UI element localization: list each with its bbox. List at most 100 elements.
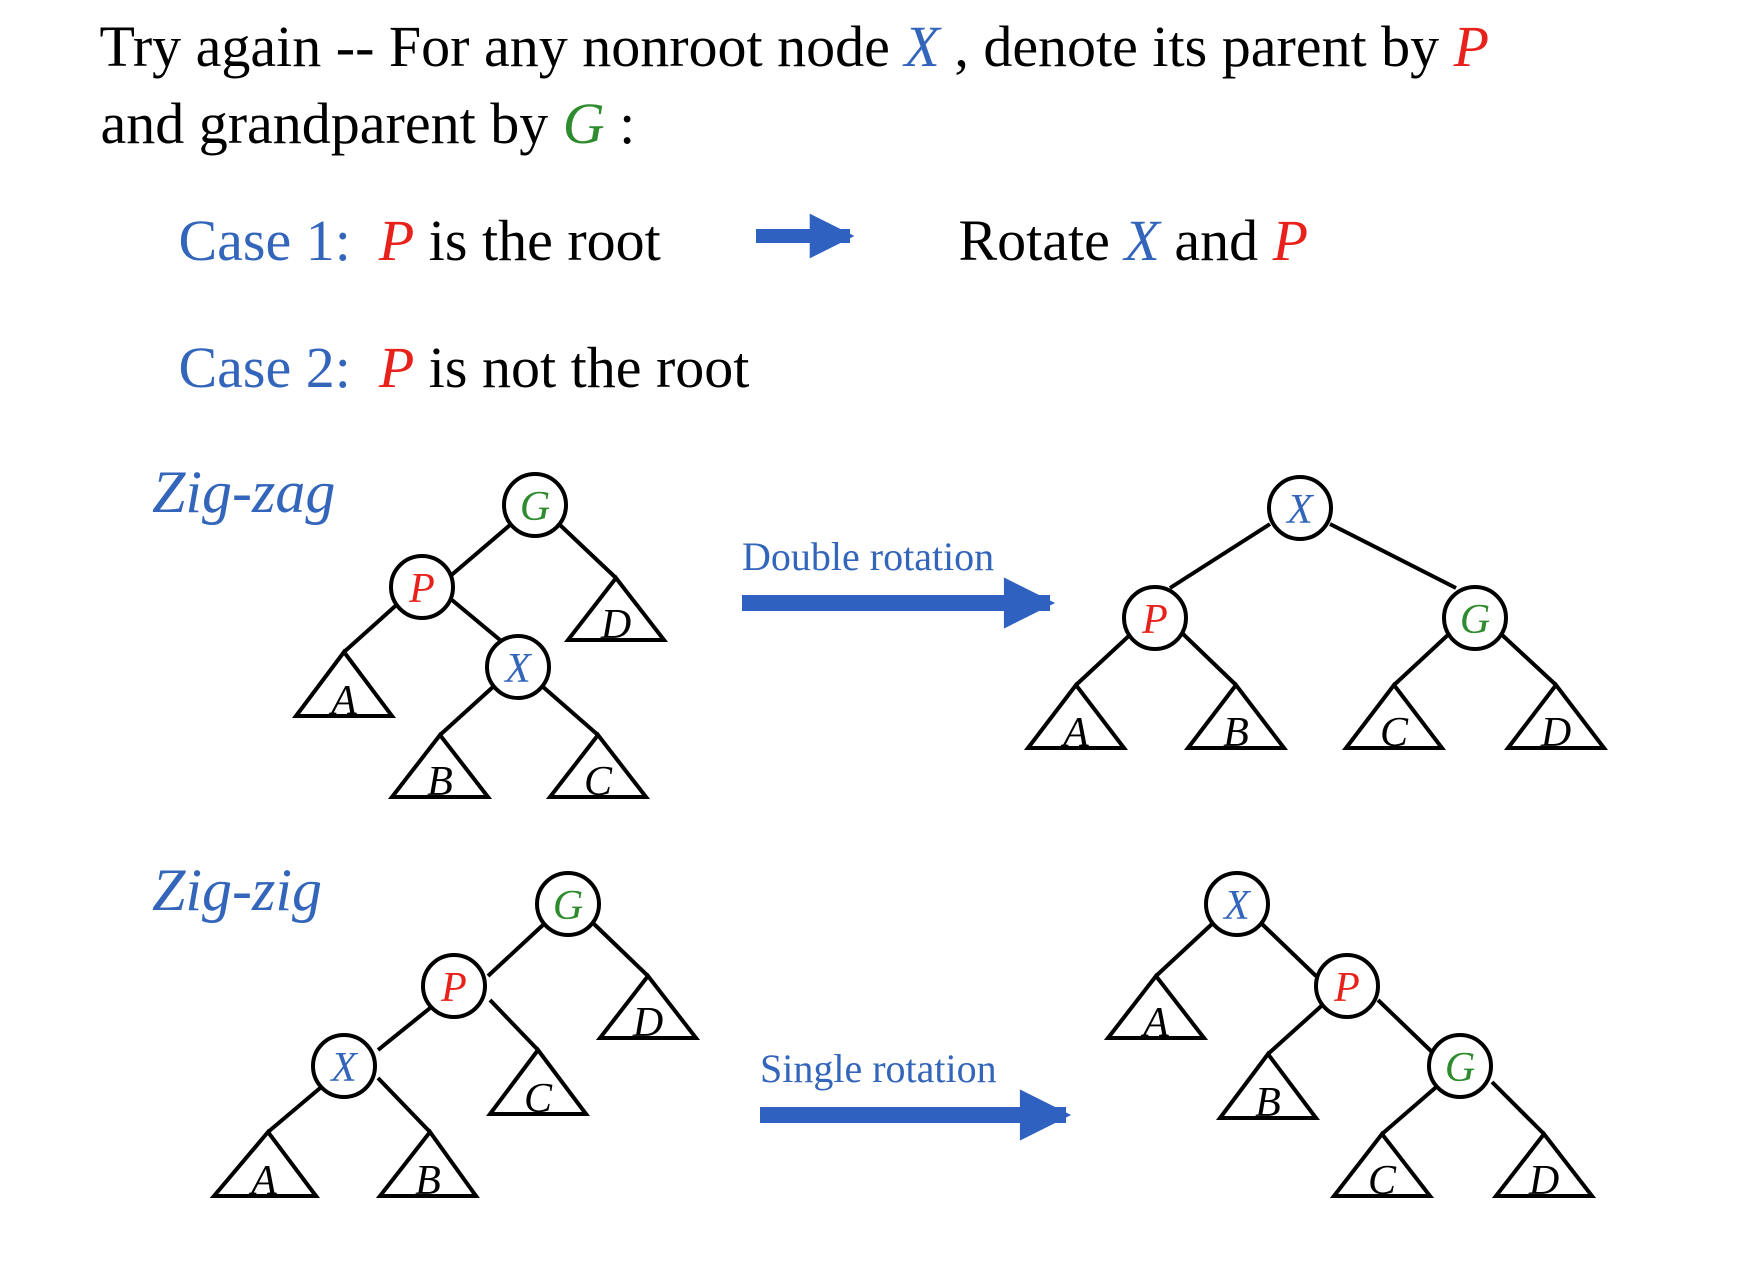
- case-2-p: P: [378, 335, 414, 400]
- subtree-a-label: A: [328, 678, 357, 724]
- header-line-1: Try again -- For any nonroot node X , de…: [28, 14, 1533, 79]
- edge-g-c: [1380, 1080, 1444, 1136]
- edge-x-c: [540, 684, 600, 737]
- case-1-spacer: P: [378, 208, 414, 273]
- zigzag-title: Zig-zag: [152, 459, 335, 525]
- header-node-g: G: [563, 91, 605, 156]
- zigzag-after-tree: [1023, 475, 1609, 750]
- case-1-text: Case 1: P is the root: [106, 208, 704, 273]
- node-p-label: P: [1141, 597, 1168, 643]
- header-node-x: X: [902, 14, 942, 79]
- subtree-c-shape: [1329, 1130, 1435, 1198]
- node-x-label: X: [503, 646, 533, 692]
- zigzag-after-labels: X P G A B C D: [1060, 487, 1571, 756]
- subtree-d-shape: [595, 972, 701, 1040]
- subtree-b-shape: [1183, 681, 1289, 750]
- zigzig-before-tree: [209, 871, 701, 1198]
- case-1-result-b: and: [1160, 208, 1273, 273]
- node-p-label: P: [440, 965, 467, 1011]
- header-line-1-part-b: , denote its parent by: [940, 14, 1454, 79]
- case-1-result-x: X: [1122, 208, 1162, 273]
- header-line-1-part-a: Try again -- For any nonroot node: [99, 14, 904, 79]
- node-g-label: G: [520, 484, 550, 530]
- node-g-circle: [502, 472, 568, 538]
- subtree-a-label: A: [1060, 710, 1089, 756]
- subtree-d-shape: [1491, 1130, 1597, 1198]
- edge-p-b: [1180, 631, 1238, 687]
- case-1-result: Rotate X and P: [886, 208, 1352, 273]
- edge-g-p: [446, 523, 512, 580]
- edge-x-p: [1260, 922, 1318, 978]
- subtree-d-label: D: [1540, 710, 1571, 756]
- node-x-label: X: [1285, 487, 1315, 533]
- header-line-2-part-b: :: [605, 91, 636, 156]
- node-g-circle: [535, 871, 601, 937]
- edge-x-b: [376, 1076, 432, 1134]
- edge-p-x: [376, 998, 442, 1052]
- subtree-d-label: D: [632, 1000, 663, 1046]
- node-g-circle: [1442, 585, 1508, 651]
- single-rotation-label: Single rotation: [760, 1046, 997, 1091]
- edge-g-d: [592, 922, 650, 978]
- header-line-2: and grandparent by G :: [28, 91, 679, 156]
- node-g-label: G: [1445, 1045, 1475, 1091]
- zigzag-before-labels: G P X A D B C: [328, 484, 631, 805]
- edge-x-a: [1154, 922, 1214, 978]
- node-g-label: G: [1460, 597, 1490, 643]
- case-1-result-a: Rotate: [959, 208, 1125, 273]
- subtree-a-shape: [209, 1128, 320, 1198]
- zigzig-after-labels: X P G A B C D: [1140, 883, 1559, 1204]
- subtree-b-label: B: [1223, 710, 1249, 756]
- node-p-label: P: [408, 566, 435, 612]
- node-x-circle: [1204, 871, 1270, 937]
- node-g-label: G: [553, 883, 583, 929]
- edge-g-c: [1392, 631, 1452, 687]
- subtree-a-shape: [1023, 681, 1129, 750]
- case-1-condition: is the root: [414, 208, 660, 273]
- edge-g-d: [1498, 631, 1558, 687]
- subtree-d-label: D: [1528, 1158, 1559, 1204]
- case-2-condition: is not the root: [414, 335, 749, 400]
- edge-p-g: [1376, 998, 1434, 1054]
- edge-p-c: [488, 998, 540, 1052]
- node-p-circle: [421, 953, 487, 1019]
- case-2-text: Case 2: P is not the root: [106, 335, 793, 400]
- subtree-b-shape: [375, 1128, 480, 1198]
- subtree-d-shape: [563, 574, 669, 642]
- subtree-a-shape: [292, 648, 396, 718]
- subtree-c-label: C: [524, 1076, 553, 1122]
- case-1-result-p: P: [1272, 208, 1308, 273]
- subtree-c-label: C: [1368, 1158, 1397, 1204]
- node-x-label: X: [329, 1045, 359, 1091]
- double-rotation-label: Double rotation: [742, 534, 994, 579]
- subtree-a-label: A: [1140, 1000, 1169, 1046]
- edge-x-b: [438, 684, 496, 737]
- subtree-d-shape: [1503, 681, 1609, 750]
- subtree-b-label: B: [427, 759, 453, 805]
- edge-g-d: [558, 523, 618, 580]
- zigzig-after-tree: [1103, 871, 1597, 1198]
- case-2-label: Case 2:: [179, 335, 351, 400]
- subtree-b-shape: [1216, 1050, 1320, 1120]
- edge-x-p: [1168, 522, 1272, 590]
- node-p-circle: [1314, 953, 1380, 1019]
- header-line-2-part-a: and grandparent by: [101, 91, 563, 156]
- node-x-label: X: [1222, 883, 1252, 929]
- node-p-circle: [389, 554, 455, 620]
- subtree-c-shape: [1341, 681, 1447, 750]
- case-1-label: Case 1:: [179, 208, 351, 273]
- node-x-circle: [311, 1033, 377, 1099]
- zigzig-before-labels: G P X D C A B: [248, 883, 663, 1204]
- subtree-d-label: D: [600, 602, 631, 648]
- subtree-c-shape: [486, 1046, 590, 1116]
- subtree-a-label: A: [248, 1158, 277, 1204]
- subtree-c-label: C: [1380, 710, 1409, 756]
- edge-p-x: [450, 598, 502, 642]
- header-node-p: P: [1453, 14, 1489, 79]
- subtree-c-shape: [545, 731, 651, 799]
- edge-g-p: [486, 922, 546, 978]
- zigzag-before-tree: [292, 472, 669, 799]
- edge-p-b: [1266, 998, 1330, 1056]
- node-g-circle: [1427, 1033, 1493, 1099]
